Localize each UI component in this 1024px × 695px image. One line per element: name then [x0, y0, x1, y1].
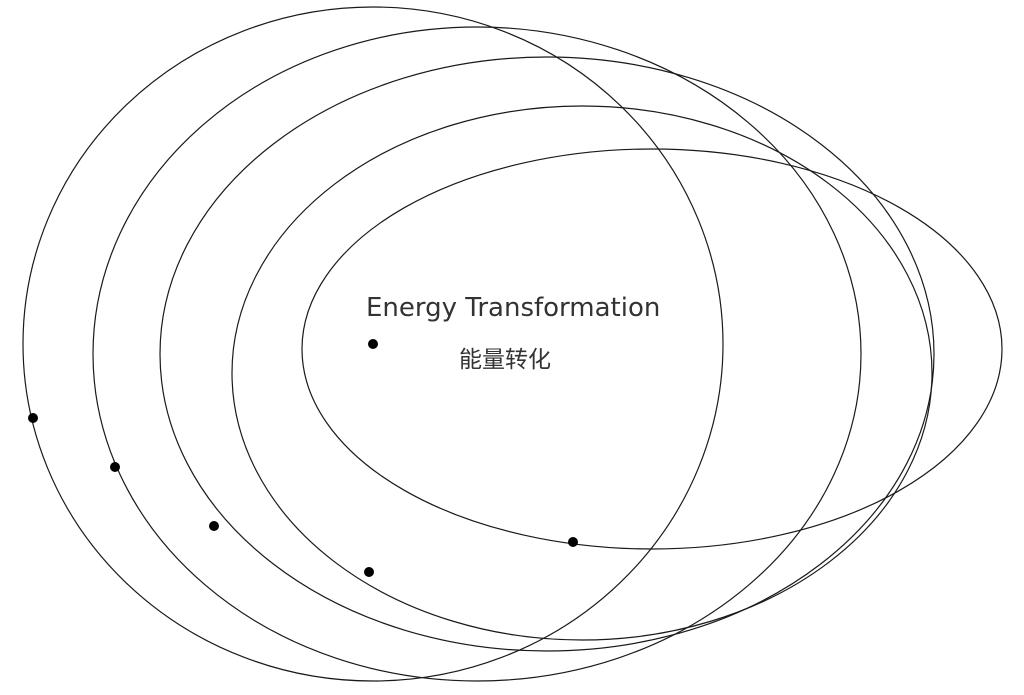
orbit-marker-3 — [209, 521, 219, 531]
orbit-ring-5 — [301, 148, 1003, 550]
orbit-marker-4 — [364, 567, 374, 577]
title-english: Energy Transformation — [366, 293, 660, 323]
orbit-ring-1 — [22, 6, 724, 682]
orbit-marker-1 — [28, 413, 38, 423]
orbit-markers — [28, 339, 578, 577]
center-marker — [368, 339, 378, 349]
orbit-ring-2 — [92, 26, 862, 682]
orbit-marker-2 — [110, 462, 120, 472]
title-chinese: 能量转化 — [459, 347, 551, 373]
orbit-ring-3 — [159, 56, 935, 652]
orbit-marker-5 — [568, 537, 578, 547]
orbit-rings — [22, 6, 1003, 682]
orbit-ring-4 — [231, 105, 933, 641]
